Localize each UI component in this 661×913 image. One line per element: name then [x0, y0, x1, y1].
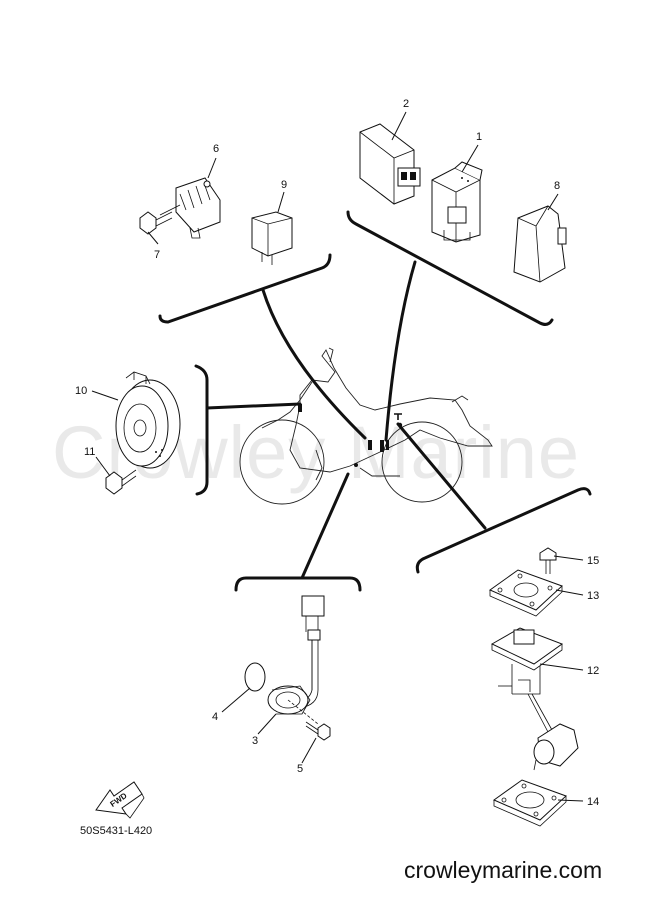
callout-13: 13 [587, 590, 599, 602]
callout-1: 1 [476, 131, 482, 143]
part-9-flasher-relay [251, 211, 293, 265]
part-3-sensor [267, 595, 325, 725]
callout-8: 8 [554, 180, 560, 192]
callout-6: 6 [213, 143, 219, 155]
callout-3: 3 [252, 735, 258, 747]
callout-7: 7 [154, 249, 160, 261]
callout-leaders [91, 111, 584, 802]
callout-10: 10 [75, 385, 87, 397]
callout-12: 12 [587, 665, 599, 677]
part-12-fuel-sender [490, 627, 579, 771]
callout-9: 9 [281, 179, 287, 191]
callout-labels: 1 2 3 4 5 6 7 8 9 10 11 12 13 14 15 [75, 98, 599, 808]
part-7-bolt [139, 211, 173, 235]
fwd-arrow-icon: FWD [95, 781, 145, 819]
callout-14: 14 [587, 796, 599, 808]
part-8-cover [513, 205, 567, 283]
callout-5: 5 [297, 763, 303, 775]
part-5-screw [305, 721, 331, 741]
part-11-bolt [105, 469, 137, 495]
callout-4: 4 [212, 711, 218, 723]
motorcycle-outline [239, 347, 493, 505]
part-13-plate [488, 569, 563, 617]
diagram-code: 50S5431-L420 [80, 825, 152, 837]
part-14-gasket [492, 779, 567, 827]
part-15-screw [539, 547, 557, 574]
site-url: crowleymarine.com [404, 857, 603, 883]
part-10-horn [115, 371, 181, 469]
callout-2: 2 [403, 98, 409, 110]
part-6-rectifier [159, 177, 221, 239]
callout-11: 11 [84, 446, 95, 458]
callout-15: 15 [587, 555, 599, 567]
part-1-relay-unit [431, 161, 483, 243]
part-2-cdi-unit [359, 123, 421, 205]
part-4-o-ring [244, 662, 266, 692]
group-brackets [158, 210, 592, 592]
